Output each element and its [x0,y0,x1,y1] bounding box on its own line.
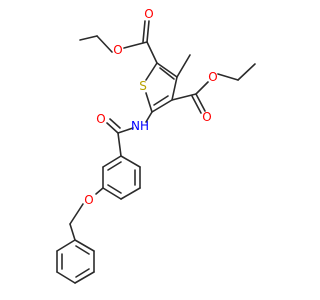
bond-ester2-co-double [191,95,202,114]
atom-s-thiophene: S [139,79,147,93]
bond-benz1-d [102,187,122,200]
bond-ester1-o-ch2 [96,35,113,53]
atom-labels: O O S O O NH O O [84,7,217,207]
bond-ring-o [95,187,104,195]
bond-ph-c [74,271,95,284]
bond-ph-a [74,239,95,252]
bond-c4-c-ester2 [171,93,197,101]
atom-o-amide: O [96,112,105,126]
atom-nh-amide: NH [131,119,149,133]
bond-benz1-a [120,155,141,168]
bond-benz1-f-double [107,161,122,171]
bond-ester1-ch2-ch3 [79,35,98,41]
bond-benz1-c [120,187,141,200]
bond-s-c2 [145,62,158,81]
bond-ph-f [56,239,76,252]
bond-c2-c3 [156,62,178,78]
bond-c2-c-ester1 [146,41,158,64]
atom-o-ester2-carbonyl: O [202,110,211,124]
bond-ph-c-double [75,268,90,278]
bond-ester1-c-o [123,41,148,49]
bond-c5-n [145,111,153,123]
bond-c2-c3-double [159,67,175,80]
bond-amide-co-double [109,118,121,129]
bond-ch2-phenyl [69,223,76,241]
molecule-structure: O O S O O NH O O [56,7,256,284]
bond-c3-c4 [171,76,178,101]
bond-ester2-c-o [195,81,209,95]
bond-benz1-f [102,155,122,168]
bond-c5-s [145,92,153,113]
atom-o-ester1-ether: O [113,43,122,57]
bond-ester2-ch2-ch3 [237,63,256,81]
bond-n-c-amide [117,127,134,134]
bond-c3-methyl [176,54,191,78]
atom-o-benzyl-ether: O [84,193,93,207]
bond-c4-c5-double [153,95,169,106]
bond-ester2-o-ch2 [217,73,239,81]
bond-amide-c-ring [117,132,122,157]
atom-o-ester2-ether: O [208,70,217,84]
bond-benz1-d-double [107,184,122,194]
bond-ph-d [56,271,76,284]
atom-o-ester1-carbonyl: O [144,7,153,21]
bond-ester2-co [195,93,206,112]
bonds [56,20,256,284]
bond-o-ch2 [69,203,84,225]
bond-amide-co [106,122,119,134]
bond-ester1-co [146,20,150,43]
bond-c4-c5 [151,99,173,113]
bond-ph-a-double [75,245,90,255]
bond-ester1-co-double [142,20,146,43]
structure-canvas: O O S O O NH O O [56,7,256,284]
